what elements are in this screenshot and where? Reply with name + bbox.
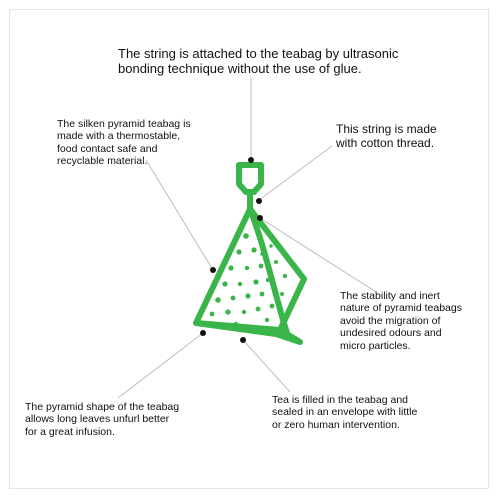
dot-pyramid: [200, 330, 206, 336]
leader-line-material: [145, 159, 214, 271]
dot-stability: [257, 215, 263, 221]
dot-string: [256, 198, 262, 204]
note-tea-filling: Tea is filled in the teabag and sealed i…: [272, 394, 418, 431]
leader-line-pyramid: [117, 332, 204, 399]
leader-lines: [117, 78, 377, 399]
teabag-tag: [236, 162, 264, 195]
pyramid-teabag-icon: [193, 162, 307, 345]
teabag-front-edge: [247, 206, 291, 339]
leader-line-string: [258, 145, 333, 201]
note-silken-material: The silken pyramid teabag is made with a…: [57, 118, 191, 168]
dot-tea: [240, 337, 246, 343]
dot-material: [210, 267, 216, 273]
teabag-right-edge: [247, 206, 307, 333]
tea-leaf-dots: [209, 233, 292, 327]
note-cotton-string: This string is made with cotton thread.: [336, 122, 437, 151]
leader-line-stability: [259, 217, 377, 293]
leader-line-tea: [242, 339, 291, 393]
note-ultrasonic-bonding: The string is attached to the teabag by …: [118, 46, 399, 77]
note-stability: The stability and inert nature of pyrami…: [340, 290, 462, 352]
callout-dots: [200, 157, 263, 343]
note-pyramid-shape: The pyramid shape of the teabag allows l…: [25, 401, 180, 438]
image-frame: [9, 9, 489, 489]
dot-bonding: [248, 157, 254, 163]
